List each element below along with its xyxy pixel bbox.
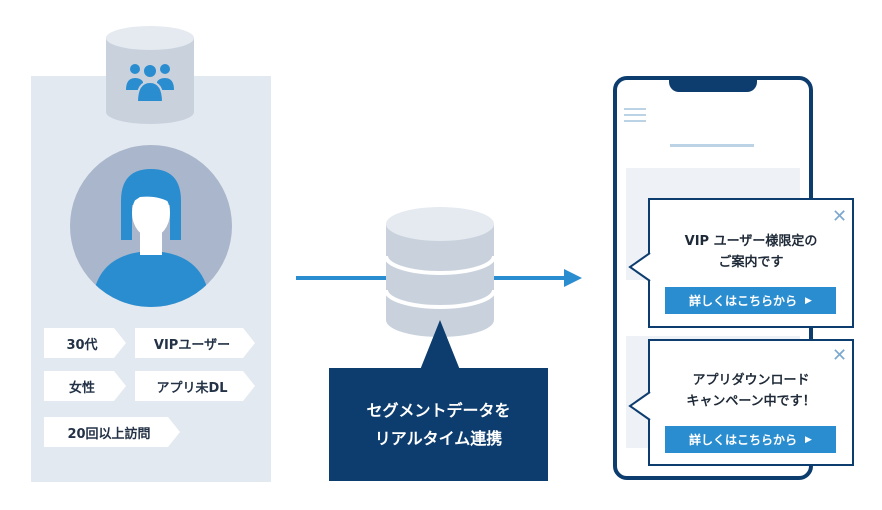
- details-button-label: 詳しくはこちらから: [689, 433, 798, 447]
- details-button[interactable]: 詳しくはこちらから ▶: [665, 426, 836, 453]
- play-arrow-icon: ▶: [805, 295, 812, 306]
- tag-vip-user: VIPユーザー: [135, 328, 255, 358]
- phone-header-line: [670, 144, 754, 147]
- details-button-label: 詳しくはこちらから: [689, 294, 798, 308]
- avatar: [70, 145, 232, 307]
- details-button[interactable]: 詳しくはこちらから ▶: [665, 287, 836, 314]
- realtime-sync-callout: セグメントデータを リアルタイム連携: [329, 368, 548, 481]
- tag-age: 30代: [44, 328, 126, 358]
- profile-database-icon: [106, 26, 194, 124]
- callout-pointer: [420, 320, 460, 370]
- menu-icon: [624, 108, 646, 122]
- notification-pointer: [628, 252, 651, 282]
- notification-title-line-2: キャンペーン中です！: [686, 394, 816, 409]
- database-icon: [384, 207, 496, 337]
- notification-vip[interactable]: ✕ VIP ユーザー様限定の ご案内です 詳しくはこちらから ▶: [648, 198, 854, 328]
- notification-app-campaign[interactable]: ✕ アプリダウンロード キャンペーン中です！ 詳しくはこちらから ▶: [648, 339, 854, 466]
- notification-title-line-1: アプリダウンロード: [692, 373, 810, 388]
- group-icon: [126, 64, 174, 103]
- tag-app-not-downloaded: アプリ未DL: [135, 371, 255, 401]
- notification-title-line-2: ご案内です: [718, 255, 784, 270]
- notification-title-line-1: VIP ユーザー様限定の: [684, 234, 818, 249]
- play-arrow-icon: ▶: [805, 434, 812, 445]
- close-icon[interactable]: ✕: [832, 345, 848, 366]
- close-icon[interactable]: ✕: [832, 206, 848, 227]
- notification-pointer: [628, 391, 651, 421]
- tag-visit-count: 20回以上訪問: [44, 417, 180, 447]
- callout-line-2: リアルタイム連携: [374, 428, 503, 448]
- tag-gender: 女性: [44, 371, 126, 401]
- callout-line-1: セグメントデータを: [366, 400, 511, 420]
- phone-notch: [669, 76, 757, 92]
